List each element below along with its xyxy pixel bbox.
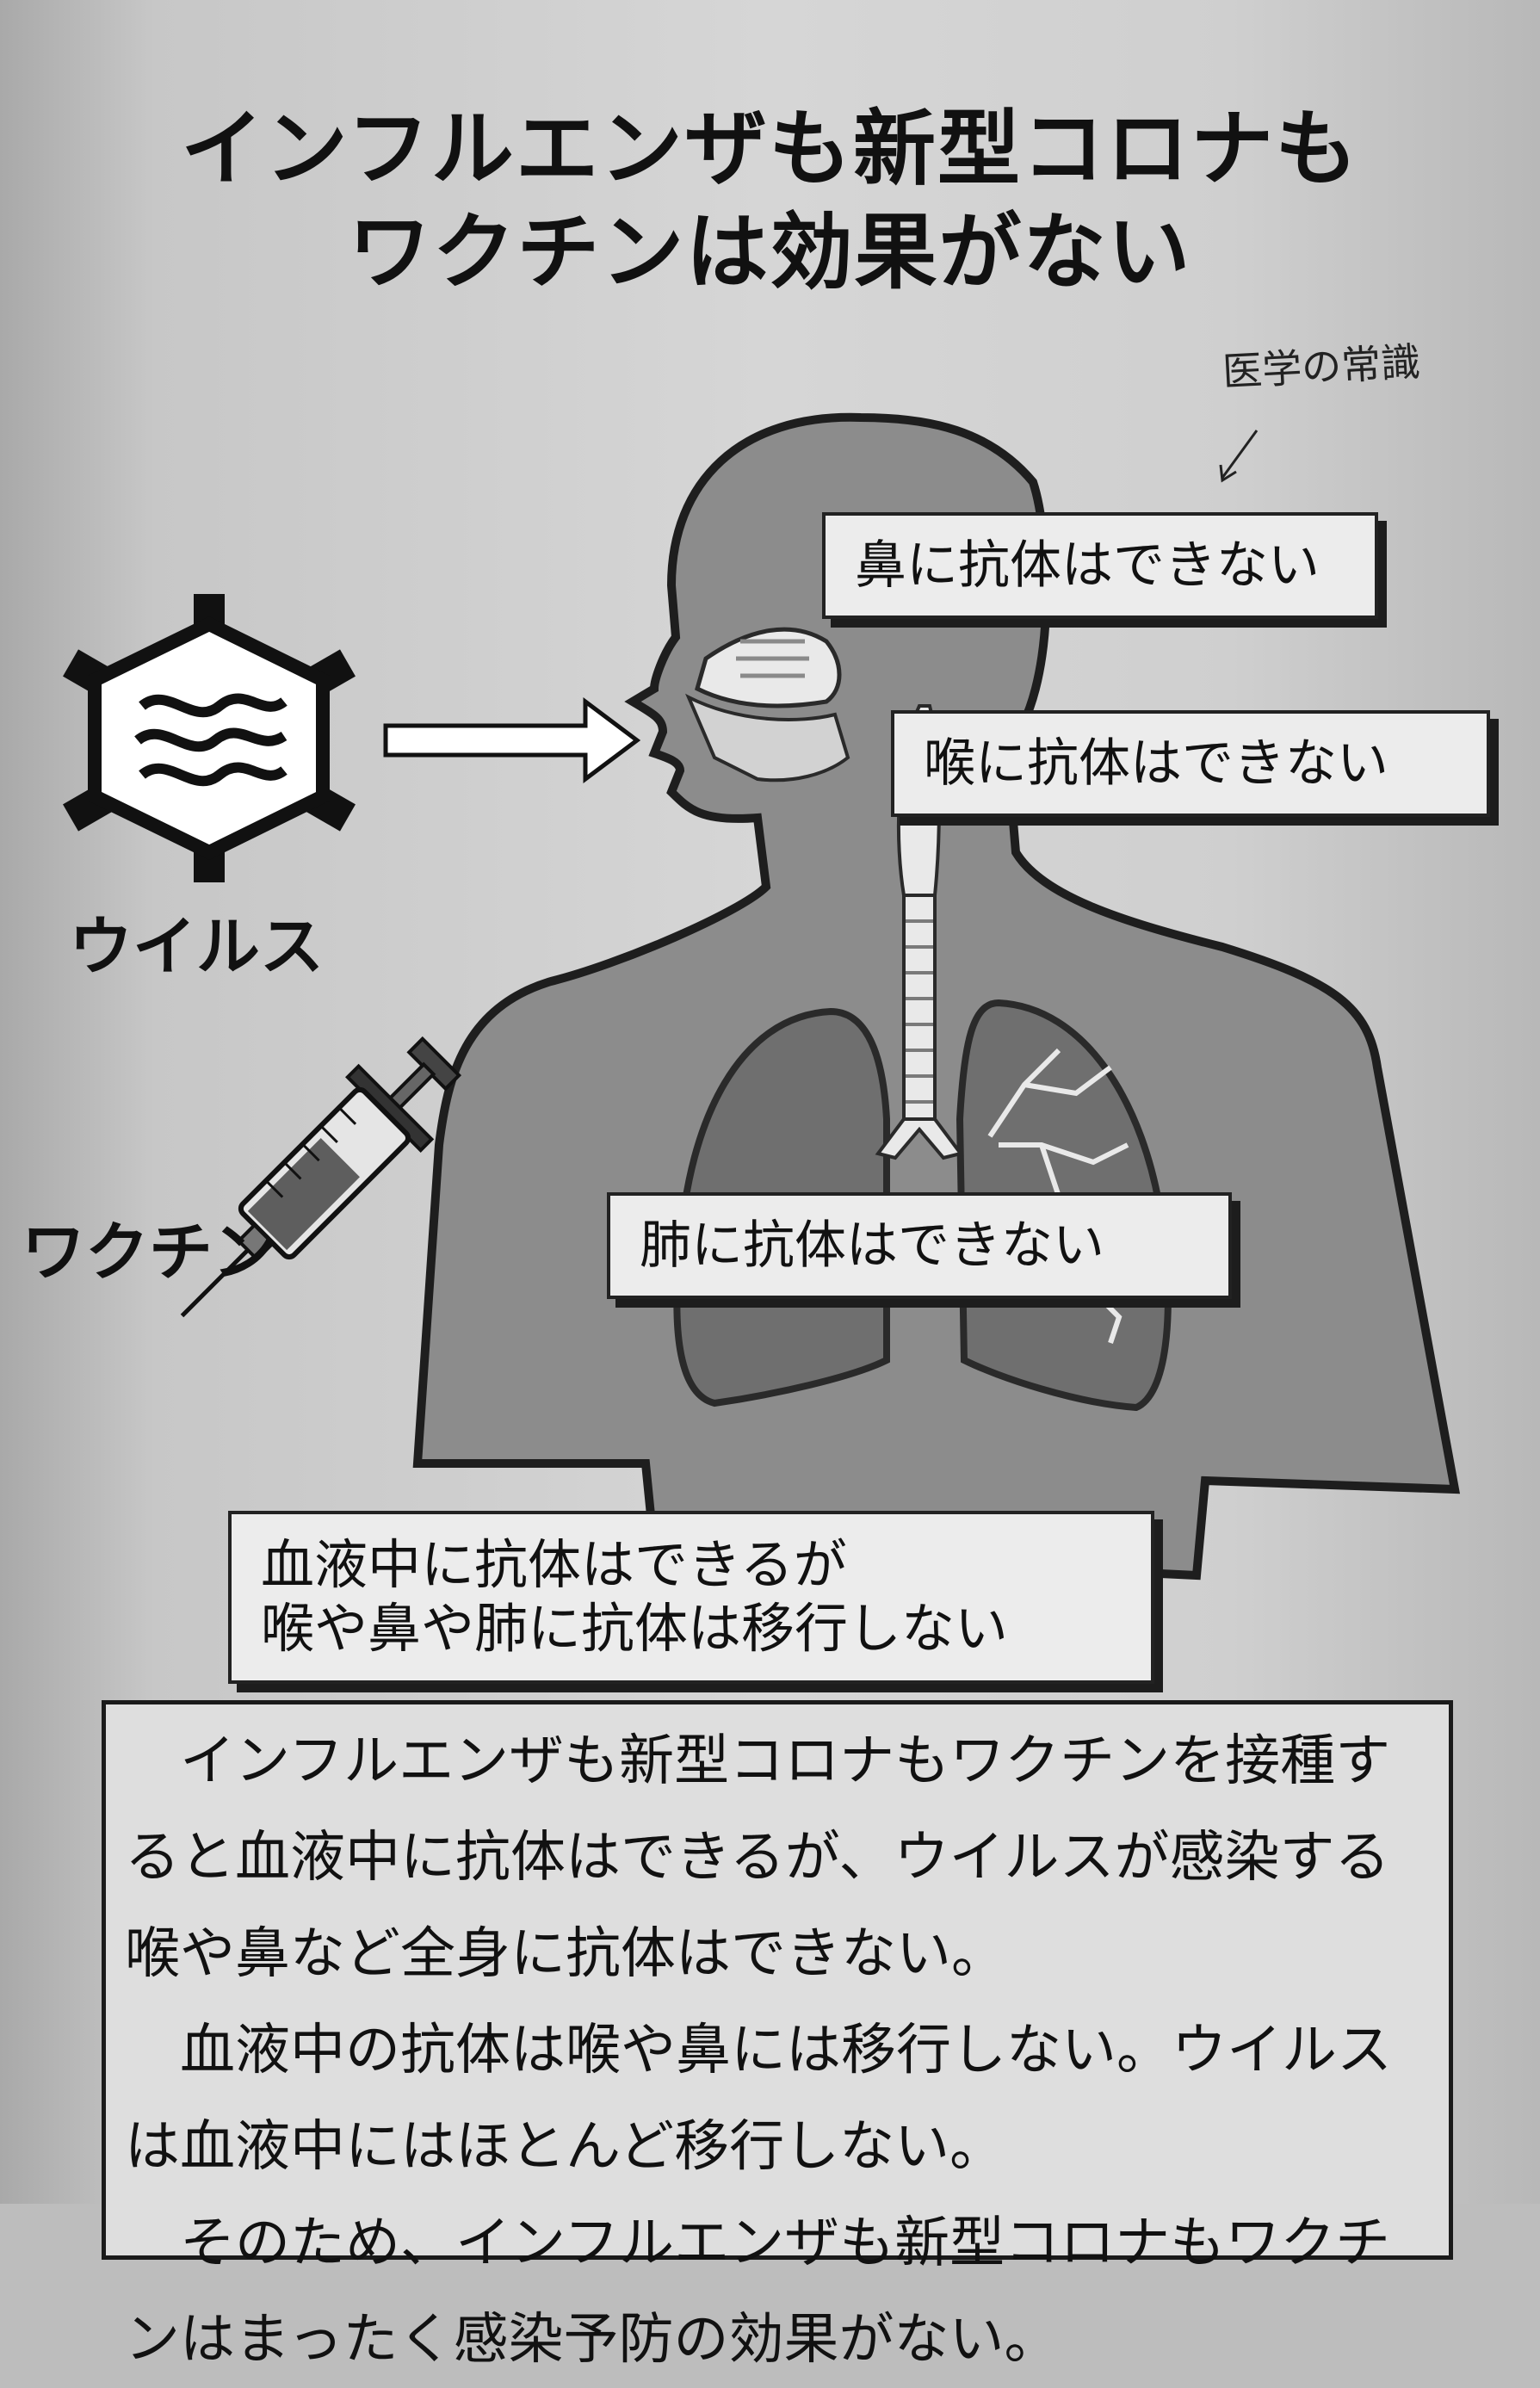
throat-antibody-label: 喉に抗体はできない xyxy=(891,710,1490,817)
blood-antibody-line1: 血液中に抗体はできるが xyxy=(261,1533,847,1596)
explanation-paragraph-1: インフルエンザも新型コロナもワクチンを接種すると血液中に抗体はできるが、ウイルス… xyxy=(125,1729,1391,1986)
explanation-paragraph-2: 血液中の抗体は喉や鼻には移行しない。ウイルスは血液中にはほとんど移行しない。 xyxy=(125,2019,1392,2179)
page-title-line1: インフルエンザも新型コロナも xyxy=(180,101,1360,197)
blood-antibody-label: 血液中に抗体はできるが 喉や鼻や肺に抗体は移行しない xyxy=(228,1511,1154,1684)
explanation-paragraph-3: そのため、インフルエンザも新型コロナもワクチンはまったく感染予防の効果がない。 xyxy=(125,2212,1391,2372)
vaccine-label: ワクチン xyxy=(22,1216,276,1290)
virus-label: ウイルス xyxy=(69,910,324,984)
nose-antibody-label: 鼻に抗体はできない xyxy=(822,512,1378,619)
blood-antibody-line2: 喉や鼻や肺に抗体は移行しない xyxy=(261,1597,1009,1661)
explanation-box: インフルエンザも新型コロナもワクチンを接種すると血液中に抗体はできるが、ウイルス… xyxy=(102,1700,1453,2372)
airway xyxy=(685,627,964,1160)
page-title-line2: ワクチンは効果がない xyxy=(348,204,1192,300)
right-arrow-icon xyxy=(383,697,641,783)
handwritten-arrow xyxy=(1221,430,1259,479)
syringe-icon xyxy=(180,1036,462,1318)
lung-antibody-label: 肺に抗体はできない xyxy=(607,1192,1232,1299)
virus-icon xyxy=(63,594,356,882)
